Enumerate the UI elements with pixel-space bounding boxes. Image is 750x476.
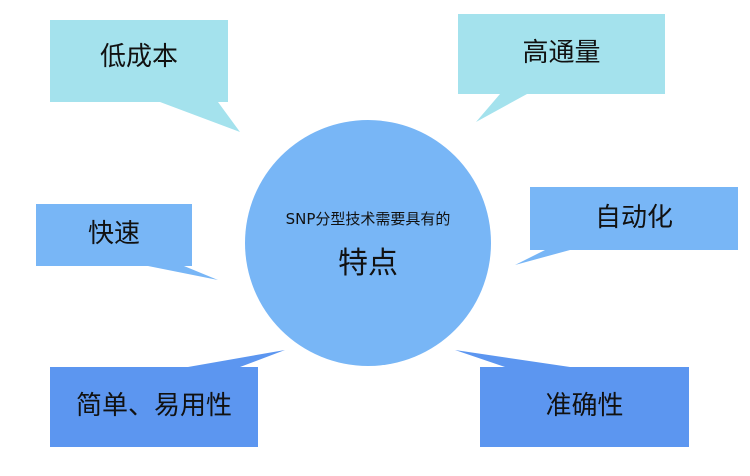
label-automation: 自动化 xyxy=(594,203,673,233)
center-subtitle: SNP分型技术需要具有的 xyxy=(285,210,451,228)
callout-ease-of-use xyxy=(50,350,285,447)
center-title: 特点 xyxy=(338,246,398,281)
center-circle xyxy=(245,120,491,366)
label-fast: 快速 xyxy=(87,219,140,249)
label-high-throughput: 高通量 xyxy=(522,38,601,68)
callout-high-throughput xyxy=(458,14,665,122)
label-accuracy: 准确性 xyxy=(545,391,624,421)
callout-low-cost xyxy=(50,20,240,132)
callout-accuracy xyxy=(455,350,689,447)
label-low-cost: 低成本 xyxy=(99,42,178,72)
callout-fast xyxy=(36,204,218,280)
label-ease-of-use: 简单、易用性 xyxy=(75,391,232,421)
callout-automation xyxy=(515,187,738,265)
